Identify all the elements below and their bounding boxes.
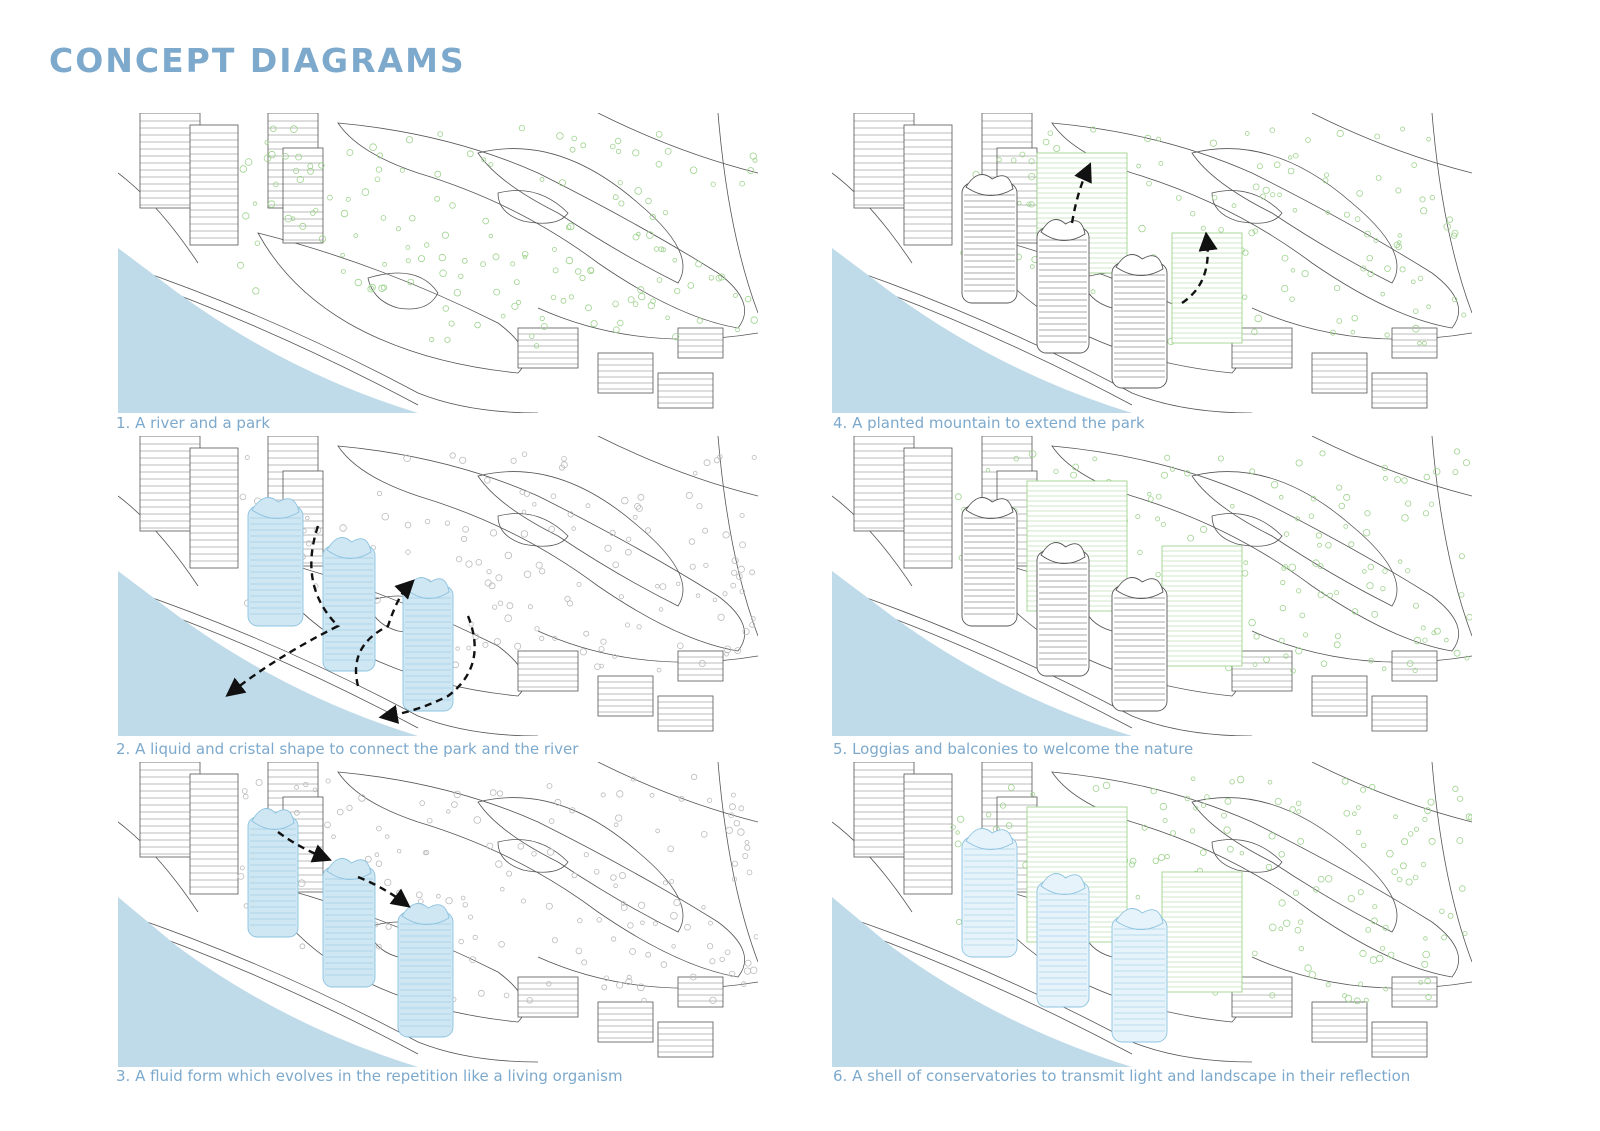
tower-3 [1111,577,1168,712]
extend-arrow-1 [1070,162,1092,224]
tower-1 [961,174,1018,304]
diagram-3-panel [118,762,758,1067]
diagram-5-panel [832,436,1472,736]
low-buildings [1231,976,1438,1058]
diagram-4-panel [832,113,1472,413]
tower-2 [1036,542,1090,677]
extend-arrow-2 [1181,231,1218,304]
existing-towers [139,113,324,246]
diagram-drawing [832,762,1472,1067]
glass-tower-2 [322,537,376,672]
vegetation [237,125,758,349]
diagram-drawing [832,436,1472,736]
low-buildings [1231,650,1438,732]
low-buildings [517,327,724,409]
page-title: CONCEPT DIAGRAMS [49,41,466,80]
river [118,248,418,413]
glass-tower-3 [402,577,454,712]
diagram-drawing [832,113,1472,413]
diagram-drawing [118,436,758,736]
site-linework [118,436,758,736]
loggia-block-2 [1161,871,1243,993]
tower-3 [1111,254,1168,389]
river [118,897,418,1067]
evolve-arrow-2 [357,875,411,908]
diagram-4-caption: 4. A planted mountain to extend the park [833,414,1145,432]
fluid-tower-1 [247,808,299,938]
diagram-1-caption: 1. A river and a park [116,414,270,432]
tower-2 [1036,219,1090,354]
glass-tower-1 [247,497,304,627]
loggia-block-2 [1161,545,1243,667]
diagram-6-panel [832,762,1472,1067]
diagram-drawing [118,762,758,1067]
flow-arrow-2 [354,579,415,687]
conservatory-tower-1 [961,828,1018,958]
low-buildings [517,650,724,732]
flow-arrow-1 [225,525,341,697]
river [118,571,418,736]
diagram-6-caption: 6. A shell of conservatories to transmit… [833,1067,1411,1085]
low-buildings [517,976,724,1058]
fluid-tower-2 [322,858,376,988]
river [832,248,1132,413]
diagram-1-panel [118,113,758,413]
diagram-2-caption: 2. A liquid and cristal shape to connect… [116,740,579,758]
evolve-arrow-1 [277,831,332,863]
diagram-drawing [118,113,758,413]
river [832,897,1132,1067]
site-linework [832,113,1472,413]
diagram-5-caption: 5. Loggias and balconies to welcome the … [833,740,1194,758]
tower-1 [961,497,1018,627]
diagram-3-caption: 3. A fluid form which evolves in the rep… [116,1067,623,1085]
low-buildings [1231,327,1438,409]
conservatory-tower-3 [1111,908,1168,1043]
fluid-tower-3 [397,903,454,1038]
river [832,571,1132,736]
existing-towers [139,762,324,895]
flow-arrow-3 [378,615,476,724]
diagram-2-panel [118,436,758,736]
conservatory-tower-2 [1036,873,1090,1008]
